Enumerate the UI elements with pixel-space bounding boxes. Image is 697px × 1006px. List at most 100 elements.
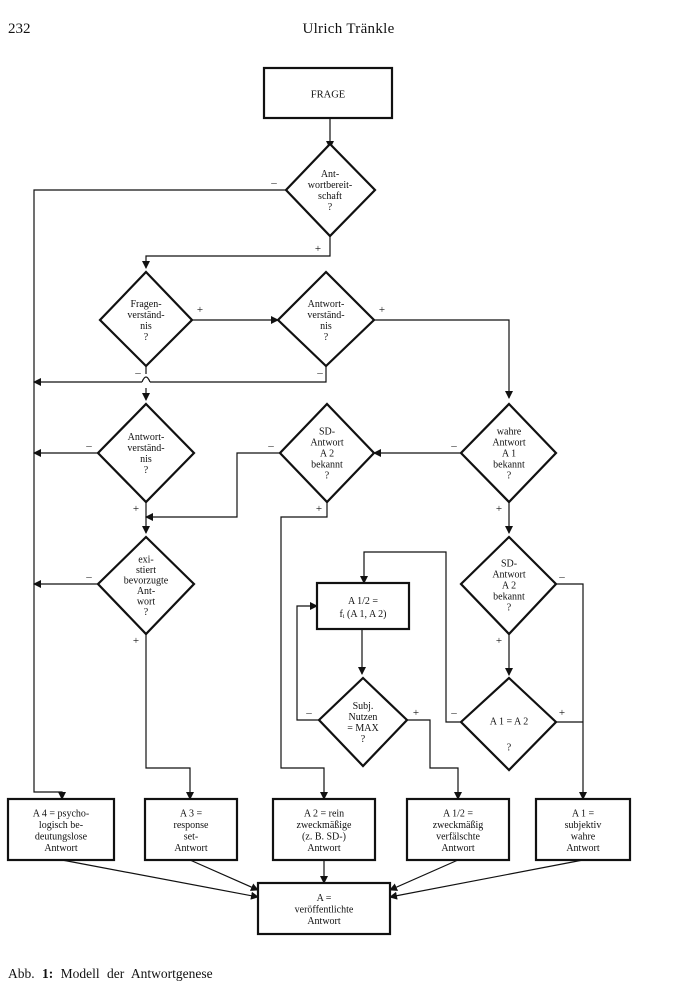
sign-minus: – xyxy=(305,707,312,719)
sign-minus: – xyxy=(316,367,323,379)
sd-antwort-a2-right-line: Antwort xyxy=(492,570,526,581)
a12-result-line: zweckmäßig xyxy=(433,820,484,831)
sign-plus: + xyxy=(496,503,502,515)
antwortverstaendnis-top-line: verständ- xyxy=(307,310,344,321)
antwortverstaendnis-top-line: Antwort- xyxy=(308,299,345,310)
sign-plus: + xyxy=(316,503,322,515)
antwortbereitschaft-line: Ant- xyxy=(321,169,339,180)
existiert-bevorzugte-diamond xyxy=(96,535,196,636)
subj-nutzen-line: = MAX xyxy=(347,723,379,734)
a-final-line: A = xyxy=(317,893,332,904)
branch-signs: – + + + – – – – – + + + – – + + – + – + xyxy=(85,177,565,719)
a12-function-line: A 1/2 = xyxy=(348,596,378,607)
frage-box xyxy=(262,66,394,120)
caption-text: Modell der Antwortgenese xyxy=(60,966,213,981)
antwortbereitschaft-line: ? xyxy=(328,202,333,213)
wahre-antwort-a1-line: wahre xyxy=(497,427,522,438)
a4-line: deutungslose xyxy=(35,831,88,842)
a1-eq-a2-label: A 1 = A 2? xyxy=(490,717,528,754)
sd-antwort-a2-mid-diamond xyxy=(278,402,376,504)
a3-line: A 3 = xyxy=(180,808,203,819)
a12-result-line: A 1/2 = xyxy=(443,808,473,819)
a3-line: set- xyxy=(184,831,198,842)
existiert-bevorzugte-line: wort xyxy=(137,596,156,607)
subj-nutzen-line: Subj. xyxy=(353,701,374,712)
a4-line: A 4 = psycho- xyxy=(33,808,89,819)
wahre-antwort-a1-line: A 1 xyxy=(502,449,516,460)
sign-minus: – xyxy=(558,571,565,583)
a1-eq-a2-line: A 1 = A 2 xyxy=(490,717,528,728)
a4-line: logisch be- xyxy=(39,820,83,831)
a3-line: Antwort xyxy=(174,843,208,854)
fragenverstaendnis-diamond xyxy=(98,270,194,368)
sign-plus: + xyxy=(133,635,139,647)
a1-eq-a2-diamond xyxy=(459,676,558,772)
a1-eq-a2-line: ? xyxy=(507,743,512,754)
a-final-line: veröffentlichte xyxy=(295,905,354,916)
sign-minus: – xyxy=(450,440,457,452)
a12-result-line: Antwort xyxy=(441,843,475,854)
connectors xyxy=(33,118,587,900)
a2-line: (z. B. SD-) xyxy=(302,831,346,842)
sd-antwort-a2-mid-line: SD- xyxy=(319,427,335,438)
antwortverstaendnis-left-line: ? xyxy=(144,465,149,476)
antwortverstaendnis-left-line: nis xyxy=(140,454,152,465)
sign-plus: + xyxy=(315,243,321,255)
sd-antwort-a2-mid-line: bekannt xyxy=(311,460,343,471)
caption-prefix: Abb. xyxy=(8,966,35,981)
a1-line: subjektiv xyxy=(565,820,602,831)
wahre-antwort-a1-line: ? xyxy=(507,471,512,482)
antwortbereitschaft-line: schaft xyxy=(318,191,342,202)
subj-nutzen-line: Nutzen xyxy=(349,712,378,723)
a1-line: Antwort xyxy=(566,843,600,854)
sd-antwort-a2-mid-line: Antwort xyxy=(310,438,344,449)
sign-minus: – xyxy=(267,440,274,452)
sign-plus: + xyxy=(559,707,565,719)
sd-antwort-a2-right-line: A 2 xyxy=(502,581,516,592)
a1-box xyxy=(534,797,632,862)
sign-plus: + xyxy=(197,304,203,316)
sd-antwort-a2-right-line: SD- xyxy=(501,559,517,570)
existiert-bevorzugte-line: exi- xyxy=(138,554,154,565)
sign-plus: + xyxy=(133,503,139,515)
a4-box xyxy=(6,797,116,862)
subj-nutzen-diamond xyxy=(317,676,409,768)
antwortverstaendnis-top-diamond xyxy=(276,270,376,368)
a2-line: A 2 = rein xyxy=(304,808,344,819)
a-final-box xyxy=(256,881,392,936)
antwortverstaendnis-left-label: Antwort-verständ-nis? xyxy=(127,432,164,476)
a-final-line: Antwort xyxy=(307,916,341,927)
sd-antwort-a2-right-line: bekannt xyxy=(493,592,525,603)
wahre-antwort-a1-line: Antwort xyxy=(492,438,526,449)
antwortbereitschaft-label: Ant-wortbereit-schaft? xyxy=(308,169,352,213)
page-number: 232 xyxy=(8,21,31,37)
antwortverstaendnis-left-diamond xyxy=(96,402,196,504)
fragenverstaendnis-line: nis xyxy=(140,321,152,332)
a1-line: A 1 = xyxy=(572,808,595,819)
sd-antwort-a2-mid-line: ? xyxy=(325,471,330,482)
antwortverstaendnis-top-line: ? xyxy=(324,332,329,343)
existiert-bevorzugte-line: stiert xyxy=(136,565,156,576)
a1-line: wahre xyxy=(571,831,596,842)
existiert-bevorzugte-line: bevorzugte xyxy=(124,575,169,586)
sd-antwort-a2-right-line: ? xyxy=(507,603,512,614)
fragenverstaendnis-line: Fragen- xyxy=(130,299,161,310)
a12-function-box xyxy=(315,581,411,631)
fragenverstaendnis-label: Fragen-verständ-nis? xyxy=(127,299,164,343)
a2-line: Antwort xyxy=(307,843,341,854)
subj-nutzen-line: ? xyxy=(361,734,366,745)
a12-result-line: verfälschte xyxy=(436,831,480,842)
sign-plus: + xyxy=(496,635,502,647)
sign-minus: – xyxy=(450,707,457,719)
figure-caption: Abb. 1: Modell der Antwortgenese xyxy=(8,966,213,982)
wahre-antwort-a1-line: bekannt xyxy=(493,460,525,471)
wahre-antwort-a1-diamond xyxy=(459,402,558,504)
a3-box xyxy=(143,797,239,862)
